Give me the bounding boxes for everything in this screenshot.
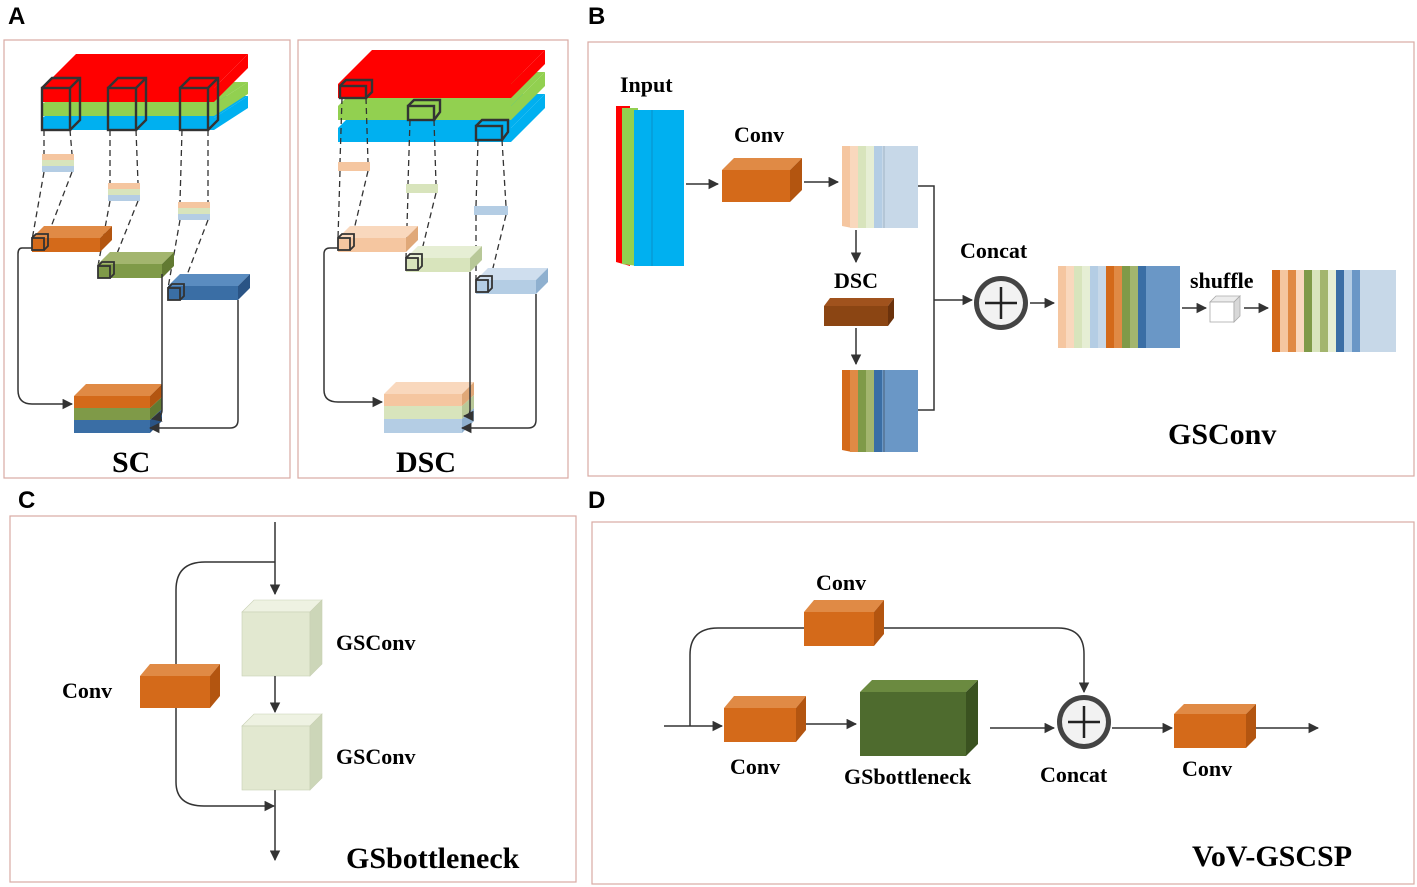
- panel-a-sc-frame: [3, 39, 291, 479]
- d-conv-top-block: [804, 600, 884, 646]
- dsc-output-stack: [384, 382, 474, 433]
- b-input-tensor: [616, 106, 684, 266]
- b-dsc-label: DSC: [834, 268, 878, 293]
- d-concat-symbol: [1057, 695, 1111, 749]
- c-gsconv-block-1: [241, 599, 323, 677]
- b-dsc-output-maps: [842, 370, 918, 452]
- panel-b-letter: B: [588, 3, 605, 30]
- sc-feature-maps: [31, 226, 250, 301]
- panel-b-frame: [587, 41, 1415, 477]
- b-input-label: Input: [620, 72, 673, 97]
- d-gsbottleneck-label: GSbottleneck: [844, 764, 972, 789]
- dsc-connector-2: [462, 272, 474, 422]
- dsc-kernels: [338, 78, 510, 142]
- sc-small-slices: [42, 154, 210, 220]
- d-conv-left-label: Conv: [730, 754, 780, 779]
- c-skip-top: [175, 561, 275, 664]
- c-gsconv-label-1: GSConv: [336, 630, 415, 655]
- dsc-small-slices: [338, 162, 508, 215]
- b-shuffle-block: [1209, 295, 1241, 323]
- panel-c-frame: [9, 515, 577, 883]
- c-conv-block: [140, 664, 220, 708]
- panel-c-letter: C: [18, 487, 35, 514]
- b-shuffled-maps: [1272, 270, 1396, 352]
- d-skip-left: [689, 627, 804, 726]
- b-conv-output-maps: [842, 146, 918, 228]
- panel-a-dsc-frame: [297, 39, 569, 479]
- sc-connector-3: [148, 300, 239, 434]
- d-skip-right: [884, 627, 1090, 694]
- d-conv-left-block: [724, 696, 806, 742]
- d-concat-label: Concat: [1040, 762, 1108, 787]
- panel-a-letter: A: [8, 3, 25, 30]
- c-title: GSbottleneck: [346, 842, 520, 875]
- b-conv-block: [722, 158, 802, 202]
- sc-kernels: [40, 76, 220, 132]
- b-merge-bracket: [918, 185, 935, 411]
- c-gsconv-block-2: [241, 713, 323, 791]
- c-skip-bottom: [175, 708, 276, 812]
- d-conv-right-label: Conv: [1182, 756, 1232, 781]
- sc-title: SC: [112, 446, 150, 479]
- sc-output-stack: [74, 384, 162, 433]
- b-concat-symbol: [974, 276, 1028, 330]
- c-conv-label: Conv: [62, 678, 112, 703]
- d-conv-top-label: Conv: [816, 570, 866, 595]
- dsc-feature-maps: [337, 226, 548, 294]
- d-conv-right-block: [1174, 704, 1256, 748]
- sc-connector-2: [150, 274, 163, 422]
- d-title: VoV-GSCSP: [1192, 840, 1352, 873]
- b-concat-label: Concat: [960, 238, 1028, 263]
- b-shuffle-label: shuffle: [1190, 268, 1254, 293]
- b-title: GSConv: [1168, 418, 1276, 451]
- b-concat-maps: [1058, 266, 1180, 348]
- dsc-title: DSC: [396, 446, 456, 479]
- panel-d-letter: D: [588, 487, 605, 514]
- dsc-connector-1: [323, 247, 384, 408]
- dsc-connector-3: [460, 294, 537, 434]
- d-gsbottleneck-block: [860, 680, 978, 756]
- b-conv-label: Conv: [734, 122, 784, 147]
- b-dsc-block: [824, 298, 894, 326]
- sc-connector-1: [17, 247, 74, 410]
- panel-d-frame: [591, 521, 1415, 885]
- dsc-input-stack: [338, 50, 545, 142]
- c-gsconv-label-2: GSConv: [336, 744, 415, 769]
